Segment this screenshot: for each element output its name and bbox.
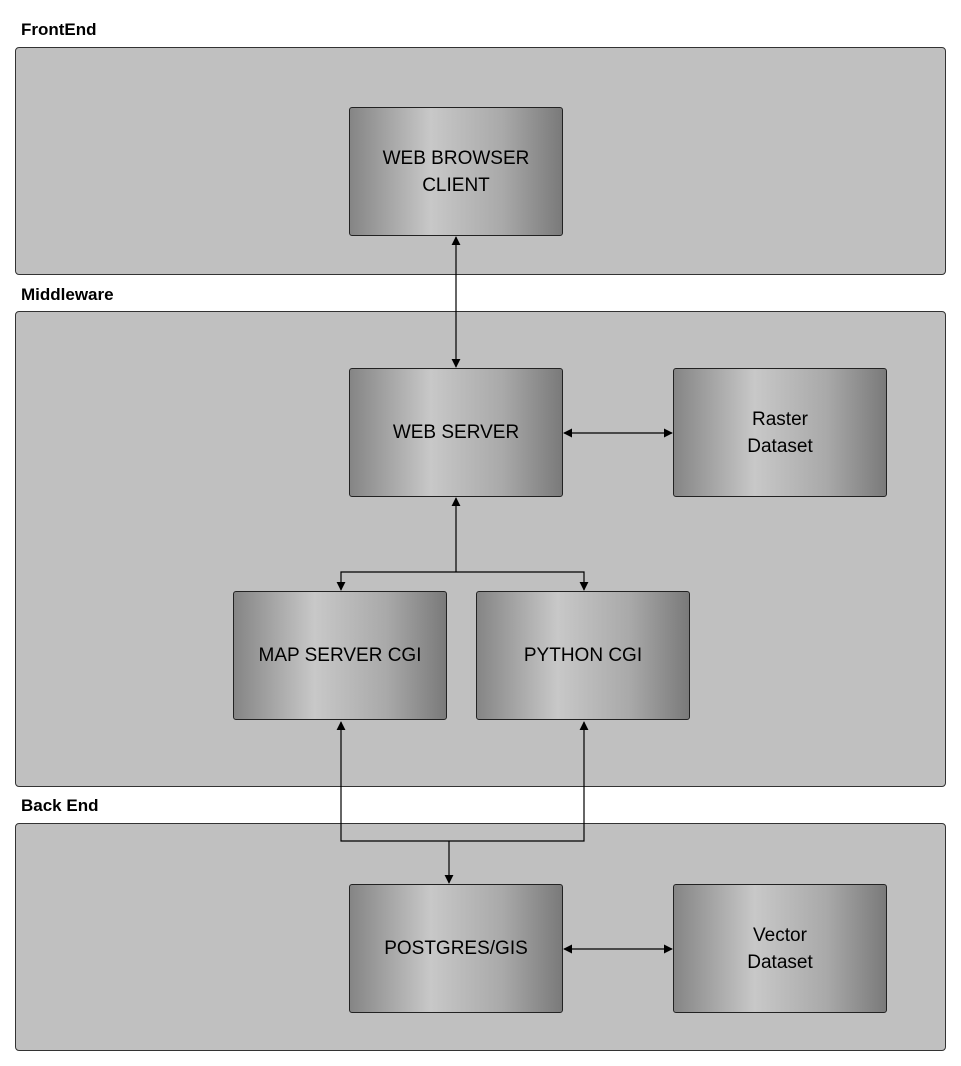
raster-dataset-node: Raster Dataset: [673, 368, 887, 497]
connector-split-python: [456, 571, 589, 591]
map-server-cgi-node: MAP SERVER CGI: [233, 591, 447, 720]
web-server-node: WEB SERVER: [349, 368, 563, 497]
web-browser-client-node: WEB BROWSER CLIENT: [349, 107, 563, 236]
connector-split-mapserver: [336, 571, 456, 591]
frontend-layer-label: FrontEnd: [21, 20, 97, 39]
python-cgi-node: PYTHON CGI: [476, 591, 690, 720]
postgres-gis-node: POSTGRES/GIS: [349, 884, 563, 1013]
vector-dataset-node: Vector Dataset: [673, 884, 887, 1013]
backend-layer-label: Back End: [21, 796, 99, 815]
middleware-layer-label: Middleware: [21, 285, 114, 304]
connector-merge-mapserver: [336, 721, 449, 842]
connector-merge-python: [449, 721, 589, 842]
